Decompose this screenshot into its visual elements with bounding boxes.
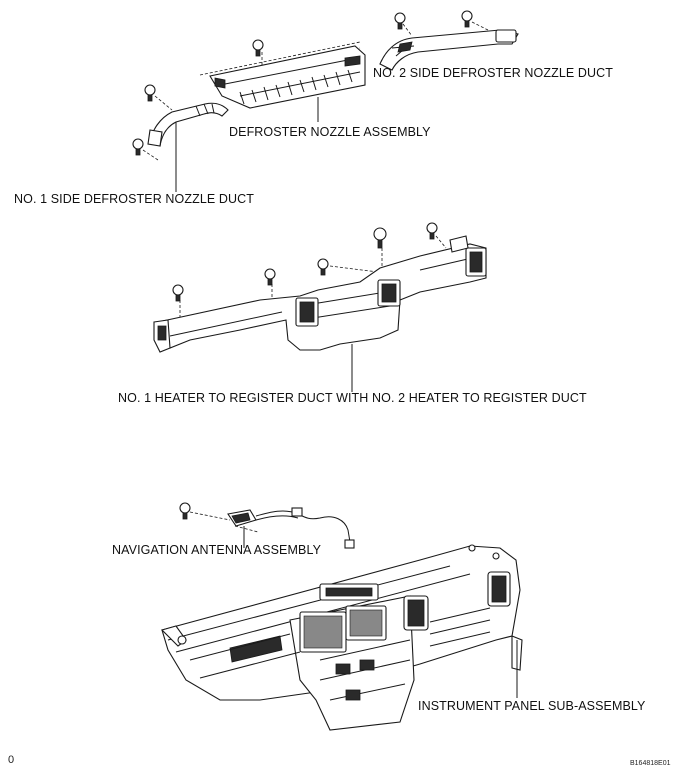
figure-id: B164818E01 — [630, 760, 671, 767]
screw-icon — [144, 84, 156, 102]
heater-to-register-duct — [153, 222, 487, 353]
no2-side-defroster-duct — [379, 29, 519, 71]
label-navigation-antenna-assembly: NAVIGATION ANTENNA ASSEMBLY — [112, 543, 322, 557]
label-defroster-nozzle-assembly: DEFROSTER NOZZLE ASSEMBLY — [229, 125, 431, 139]
screw-icon — [461, 10, 473, 28]
screw-icon — [132, 138, 144, 156]
instrument-panel-sub-assembly — [160, 544, 523, 731]
no1-side-defroster-duct — [147, 102, 229, 147]
screw-icon — [252, 39, 264, 57]
label-instrument-panel-sub-assembly: INSTRUMENT PANEL SUB-ASSEMBLY — [418, 699, 646, 713]
label-heater-to-register-duct: NO. 1 HEATER TO REGISTER DUCT WITH NO. 2… — [118, 391, 587, 405]
page-marker: 0 — [8, 754, 15, 766]
label-no1-side-defroster-duct: NO. 1 SIDE DEFROSTER NOZZLE DUCT — [14, 192, 255, 206]
screw-icon — [394, 12, 406, 30]
defroster-nozzle-assembly — [199, 41, 366, 109]
navigation-antenna-assembly — [179, 502, 355, 549]
label-no2-side-defroster-duct: NO. 2 SIDE DEFROSTER NOZZLE DUCT — [373, 66, 614, 80]
